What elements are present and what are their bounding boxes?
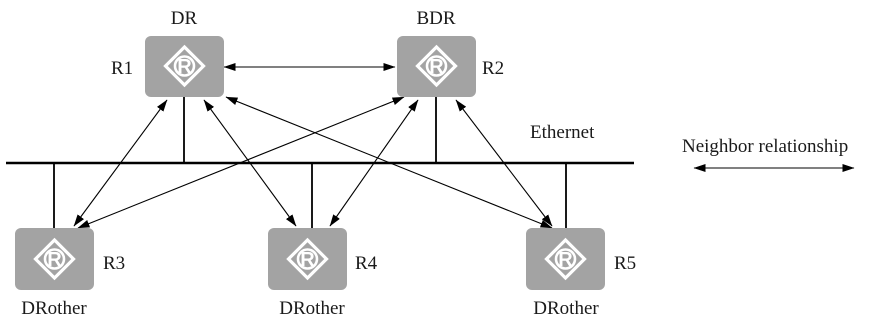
router-r1-role: DR: [171, 8, 198, 29]
neighbor-arrow-r2-r5: [455, 99, 553, 227]
router-r5-name: R5: [614, 253, 636, 274]
svg-text:R: R: [47, 249, 62, 271]
svg-text:R: R: [429, 56, 444, 78]
router-r2-role: BDR: [416, 8, 455, 29]
svg-text:R: R: [300, 249, 315, 271]
router-r2: R BDR R2: [397, 8, 504, 97]
router-r1-body: [145, 36, 224, 97]
router-icon: R: [544, 237, 587, 281]
svg-text:R: R: [558, 249, 573, 271]
router-r1-name: R1: [111, 58, 133, 79]
router-r5-body: [526, 228, 605, 290]
neighbor-arrow-r2-r4: [329, 99, 419, 227]
router-icon: R: [33, 237, 76, 281]
router-icon: R: [415, 44, 458, 88]
router-r3-name: R3: [103, 253, 125, 274]
router-r3-body: [15, 228, 94, 290]
router-r5-role: DRother: [533, 298, 599, 319]
router-r4-name: R4: [355, 253, 378, 274]
router-r3-role: DRother: [21, 298, 87, 319]
svg-text:R: R: [177, 56, 192, 78]
legend-label: Neighbor relationship: [682, 136, 848, 157]
ethernet-label: Ethernet: [530, 122, 595, 143]
router-r1: R DR R1: [111, 8, 224, 97]
router-r4-role: DRother: [279, 298, 345, 319]
router-r5: R R5 DRother: [526, 228, 636, 319]
router-r2-body: [397, 36, 476, 97]
router-r4: R R4 DRother: [268, 228, 378, 319]
neighbor-arrows: [73, 63, 553, 229]
router-icon: R: [163, 44, 206, 88]
legend: Neighbor relationship: [682, 136, 855, 172]
router-r2-name: R2: [482, 58, 504, 79]
router-r4-body: [268, 228, 347, 290]
router-r3: R R3 DRother: [15, 228, 125, 319]
router-icon: R: [286, 237, 329, 281]
